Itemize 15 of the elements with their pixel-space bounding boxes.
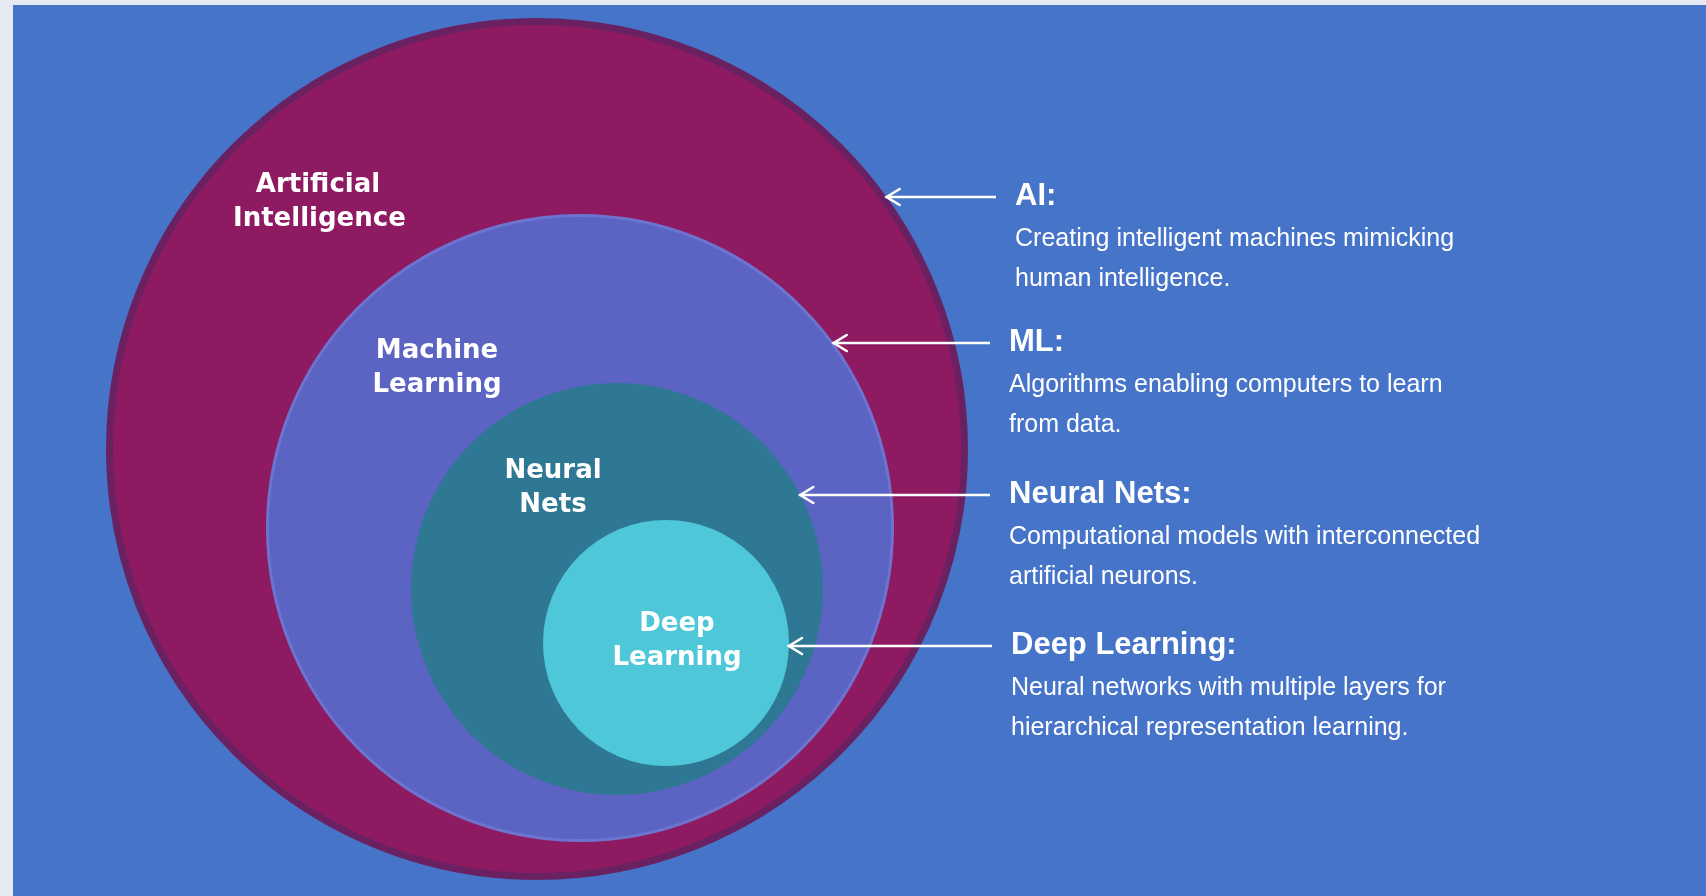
definition-text: Algorithms enabling computers to learn from data. [1009,367,1444,439]
definition-text: Neural networks with multiple layers for hierarchical representation learning. [1011,670,1447,742]
region-label: Deep Learning [611,606,743,673]
arrow [832,333,990,353]
term-heading: Deep Learning: [1011,625,1238,663]
term-heading: ML: [1009,322,1066,360]
region-label: Artificial Intelligence [233,167,403,234]
region-label: Machine Learning [371,333,503,400]
region-label: Neural Nets [503,453,603,520]
definition-text: Creating intelligent machines mimicking human intelligence. [1015,221,1456,293]
term-heading: AI: [1015,176,1058,214]
definition-text: Computational models with interconnected artificial neurons. [1009,519,1482,591]
arrow [787,636,992,656]
term-heading: Neural Nets: [1009,474,1193,512]
arrow [885,187,996,207]
